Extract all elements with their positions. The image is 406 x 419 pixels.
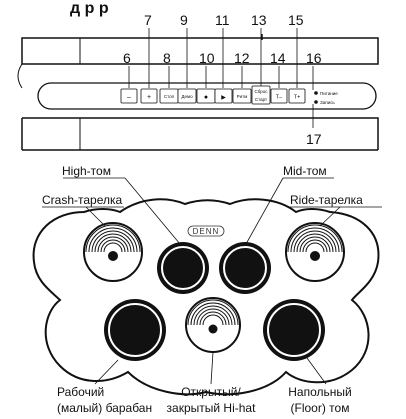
tempo-minus-button[interactable]: T–: [270, 88, 288, 104]
svg-text:Старт: Старт: [255, 97, 267, 102]
svg-text:Сброс: Сброс: [254, 89, 268, 94]
hihat-pad[interactable]: [185, 297, 241, 353]
callout-9: 9: [180, 12, 188, 28]
label-floor-line1: Напольный: [288, 385, 351, 399]
control-panel: [17, 34, 379, 151]
callout-6: 6: [123, 50, 131, 66]
high-tom-pad[interactable]: [157, 242, 209, 294]
callout-8: 8: [163, 50, 171, 66]
svg-text:Ритм: Ритм: [237, 94, 248, 99]
floor-tom-pad[interactable]: [263, 299, 325, 361]
play-button[interactable]: ▶: [214, 88, 233, 104]
callout-16: 16: [306, 50, 322, 66]
label-crash: Crash-тарелка: [42, 193, 123, 207]
callout-11: 11: [215, 12, 230, 28]
callout-14: 14: [270, 50, 286, 66]
svg-text:Стоп: Стоп: [164, 94, 175, 99]
minus-button[interactable]: –: [120, 88, 138, 104]
crash-cymbal-pad[interactable]: [83, 222, 143, 282]
callout-12: 12: [234, 50, 250, 66]
stop-button[interactable]: Стоп: [159, 88, 179, 104]
snare-pad[interactable]: [104, 299, 166, 361]
callout-10: 10: [199, 50, 215, 66]
mid-tom-pad[interactable]: [219, 242, 271, 294]
callout-15: 15: [288, 12, 304, 28]
svg-text:+: +: [147, 94, 151, 101]
svg-text:DENN: DENN: [193, 227, 220, 236]
label-mid-tom: Mid-том: [283, 164, 327, 178]
svg-text:–: –: [127, 94, 131, 101]
callout-13: 13: [251, 12, 267, 28]
record-label: Запись: [320, 100, 335, 105]
plus-button[interactable]: +: [140, 88, 158, 104]
svg-text:●: ●: [204, 94, 208, 101]
label-high-tom: High-том: [62, 164, 111, 178]
svg-text:T–: T–: [276, 95, 283, 101]
record-button[interactable]: ●: [196, 88, 216, 104]
svg-text:▶: ▶: [221, 95, 226, 101]
power-led: [314, 91, 318, 95]
tempo-plus-button[interactable]: T+: [288, 88, 306, 104]
svg-text:T+: T+: [294, 95, 301, 101]
label-floor-line2: (Floor) том: [291, 401, 350, 415]
power-label: Питание: [320, 91, 338, 96]
ride-cymbal-pad[interactable]: [285, 222, 345, 282]
svg-text:Демо: Демо: [181, 94, 193, 99]
callout-17: 17: [306, 131, 322, 147]
panel-buttons: – + Стоп Демо ● ▶ Ритм Сброс Стар: [120, 85, 338, 105]
demo-button[interactable]: Демо: [177, 88, 197, 104]
label-ride: Ride-тарелка: [290, 193, 363, 207]
record-led: [314, 100, 318, 104]
label-snare-line2: (малый) барабан: [57, 401, 152, 415]
kit-labels: High-том Mid-том Crash-тарелка Ride-таре…: [42, 164, 382, 415]
label-hihat-line1: Открытый/: [181, 385, 241, 399]
diagram-title: д р р: [70, 0, 109, 17]
callout-numbers: 6 7 8 9 10 11 12 13 14 15 16 17: [123, 12, 322, 147]
callout-7: 7: [144, 12, 152, 28]
rhythm-button[interactable]: Ритм: [232, 88, 252, 104]
brand-logo: DENN: [187, 225, 225, 237]
label-snare-line1: Рабочий: [57, 385, 104, 399]
label-hihat-line2: закрытый Hi-hat: [167, 401, 257, 415]
reset-start-button[interactable]: Сброс Старт: [251, 85, 271, 105]
